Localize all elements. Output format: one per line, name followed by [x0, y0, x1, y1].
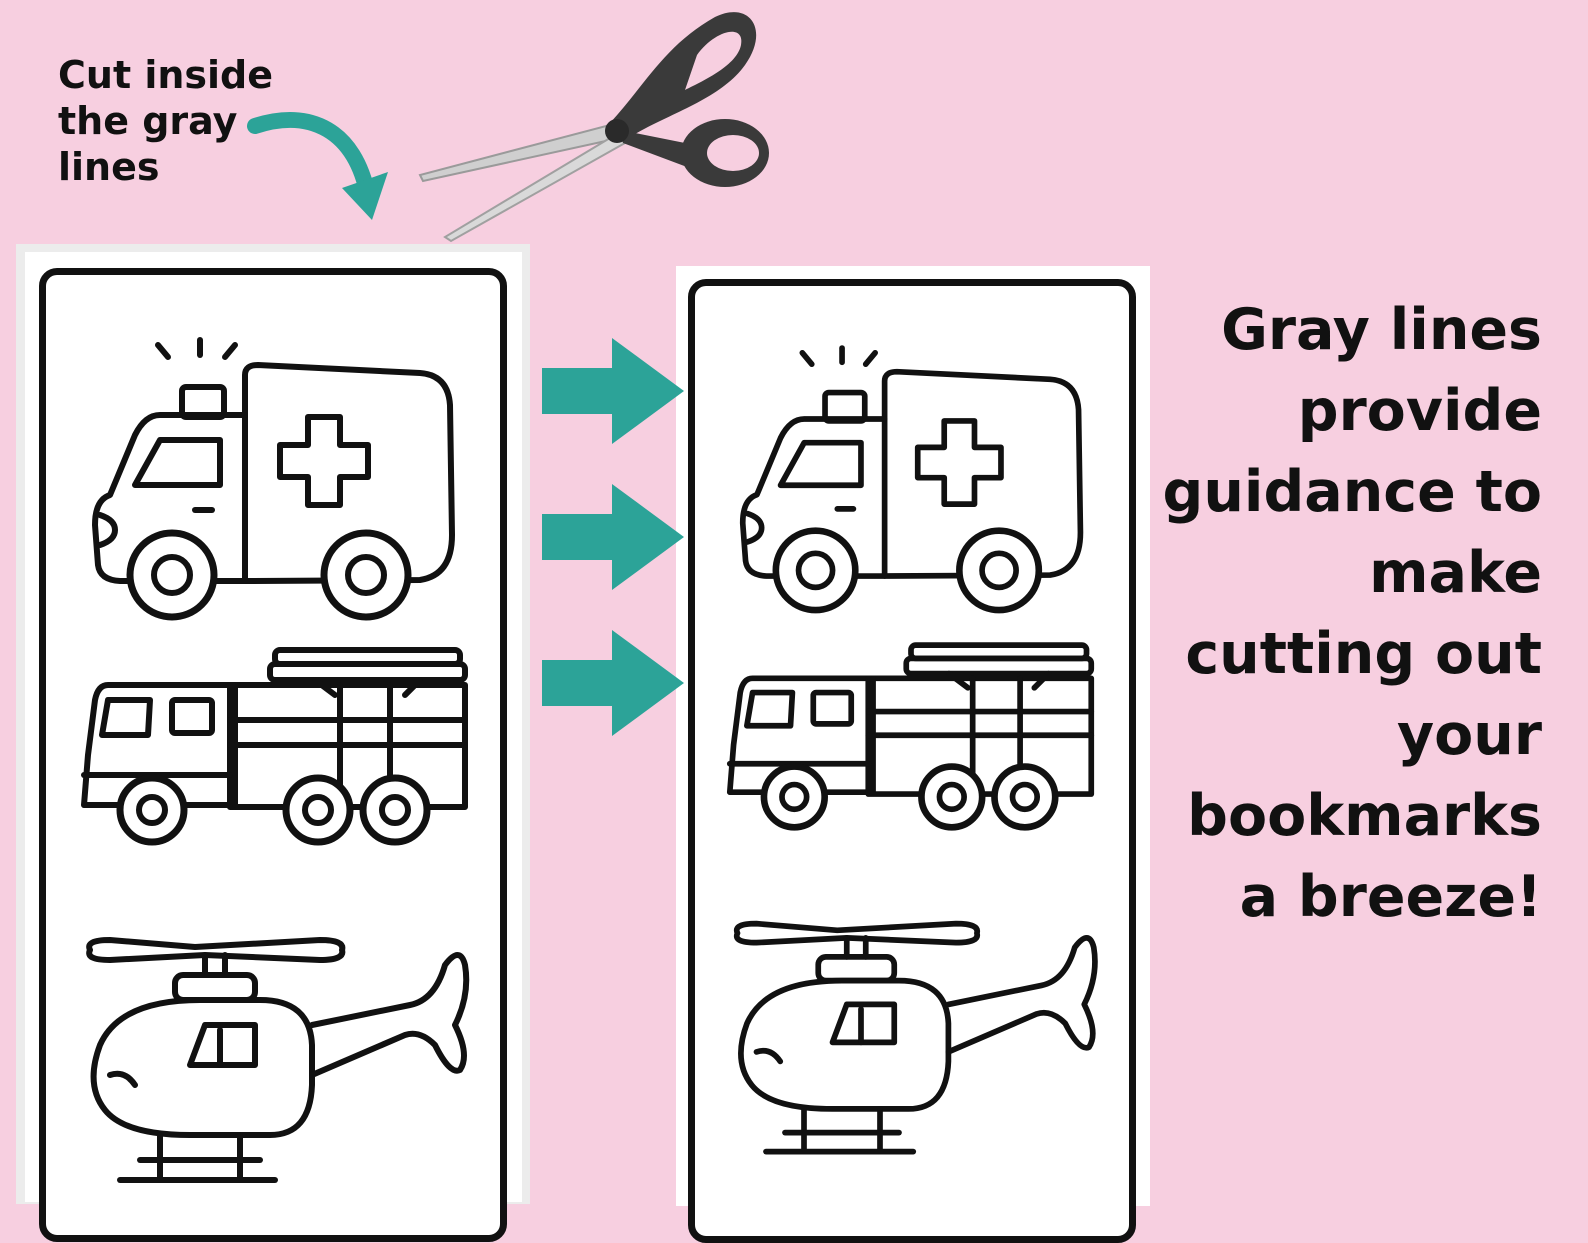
right-arrow-icon	[542, 630, 684, 736]
helicopter-icon	[86, 937, 470, 1183]
headline-line-6: your	[1396, 702, 1542, 768]
headline-line-5: cutting out	[1185, 621, 1542, 687]
headline-line-3: guidance to	[1162, 459, 1542, 525]
headline-line-4: make	[1369, 540, 1542, 606]
cut-instruction-line-1: Cut inside	[58, 53, 274, 97]
right-arrow-icon	[542, 484, 684, 590]
ambulance-icon	[739, 345, 1084, 614]
headline-line-1: Gray lines	[1221, 297, 1542, 363]
ambulance-icon	[92, 337, 455, 621]
headline-line-7: bookmarks	[1187, 783, 1542, 849]
helicopter-icon	[733, 920, 1098, 1155]
cut-instruction-line-3: lines	[58, 145, 160, 189]
fire-truck-icon	[81, 647, 468, 846]
headline-line-8: a breeze!	[1239, 864, 1542, 930]
fire-truck-icon	[726, 642, 1095, 831]
cut-instruction-line-2: the gray	[58, 99, 238, 143]
curved-arrow-icon	[247, 111, 388, 220]
headline-line-2: provide	[1297, 378, 1542, 444]
bookmark-left	[39, 268, 507, 1242]
right-arrow-icon	[542, 338, 684, 444]
headline-text: Gray lines provide guidance to make cutt…	[1122, 290, 1542, 938]
scissors-icon	[418, 12, 769, 243]
cut-instruction-text: Cut inside the gray lines	[58, 52, 298, 190]
